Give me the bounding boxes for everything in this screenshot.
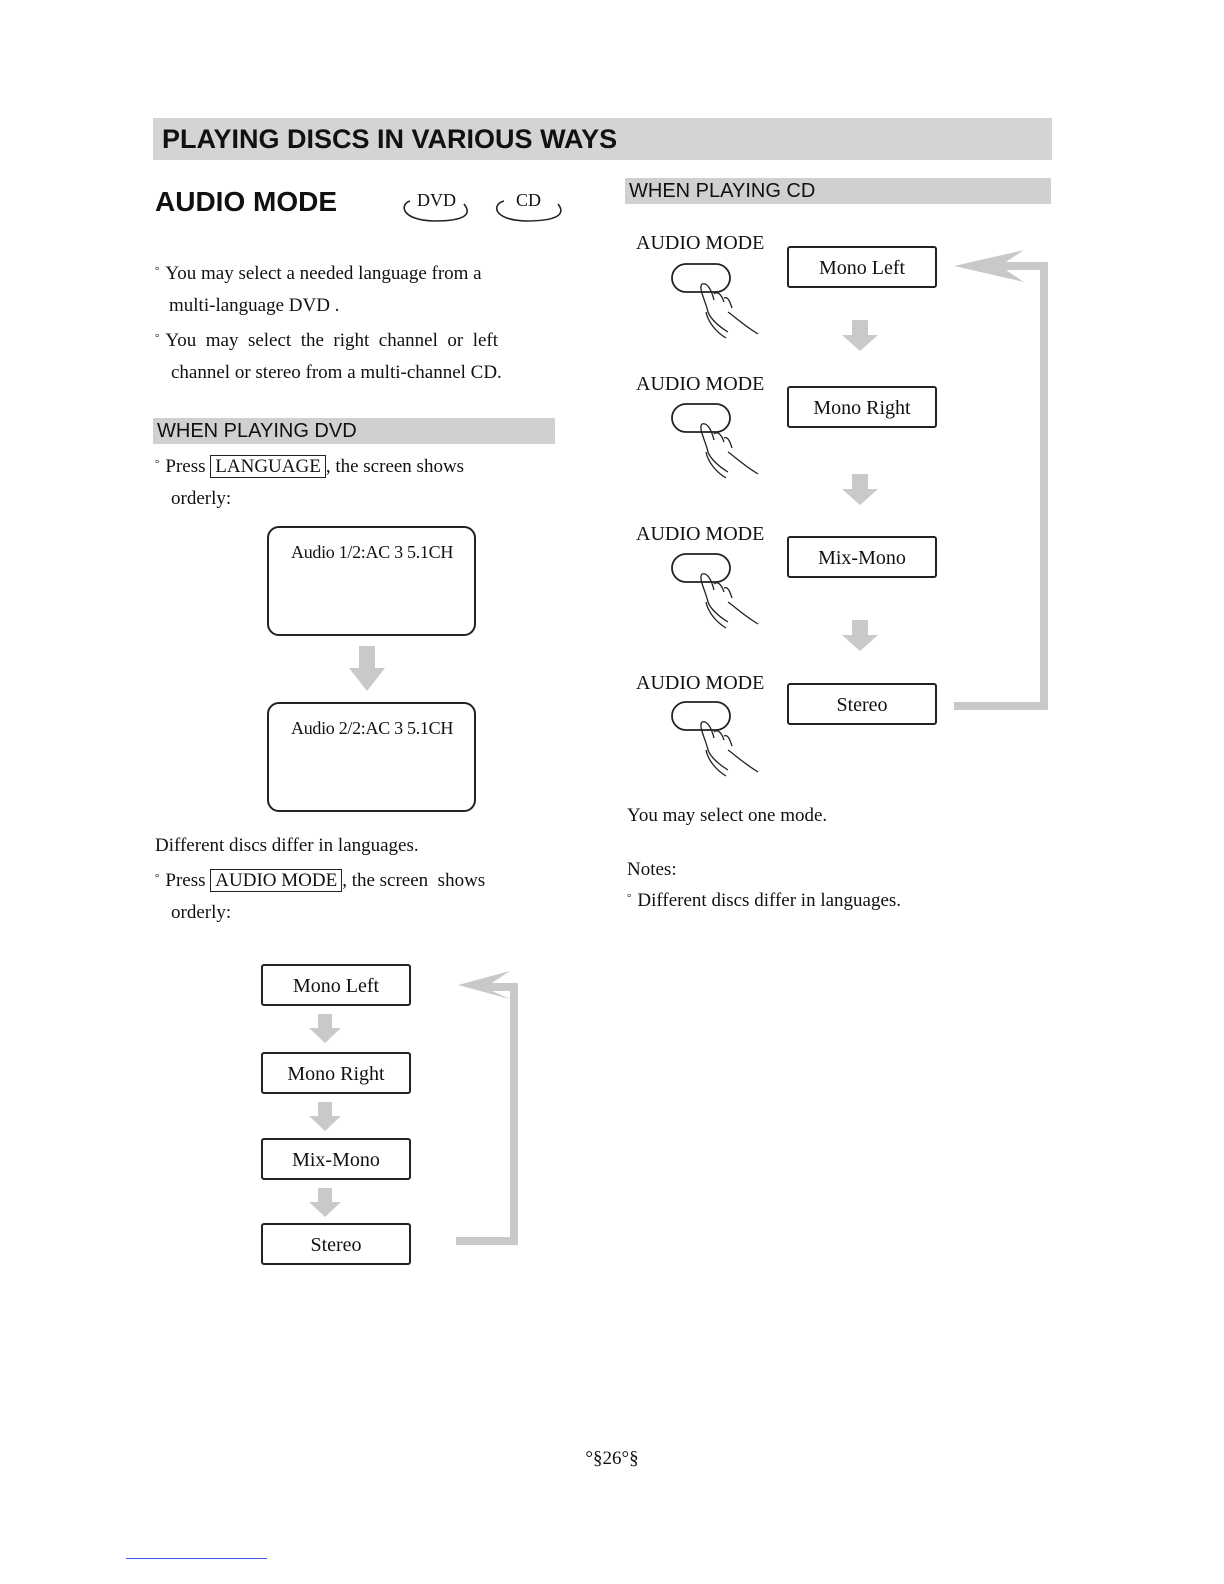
cd-mode-mono-left: Mono Left — [787, 246, 937, 288]
dvd-language-instruction: °Press LANGUAGE, the screen shows orderl… — [155, 455, 465, 509]
intro-line: channel or stereo from a multi-channel C… — [171, 362, 502, 383]
cd-mode-mix-mono: Mix-Mono — [787, 536, 937, 578]
arrow-down-icon — [309, 1188, 341, 1217]
dvd-mode-mono-right: Mono Right — [261, 1052, 411, 1094]
bullet-icon: ° — [155, 458, 160, 470]
finger-press-icon — [671, 403, 759, 479]
bullet-icon: ° — [155, 332, 160, 344]
intro-text: °You may select a needed language from a… — [155, 255, 555, 389]
dvd-logo-text: DVD — [417, 190, 456, 210]
loop-back-arrow-icon — [954, 250, 1048, 710]
arrow-down-icon — [842, 620, 878, 651]
cd-disc-icon — [495, 200, 562, 222]
dvd-note: Different discs differ in languages. — [155, 835, 419, 856]
dvd-logo: DVD — [398, 190, 474, 228]
cd-mode-mono-right: Mono Right — [787, 386, 937, 428]
cd-logo-text: CD — [516, 190, 542, 210]
bullet-icon: ° — [155, 872, 160, 884]
audio-mode-button-label: AUDIO MODE — [636, 523, 765, 545]
arrow-down-icon — [842, 474, 878, 505]
dvd-disc-icon — [403, 200, 468, 222]
audio-mode-key-label: AUDIO MODE — [210, 869, 343, 892]
bullet-icon: ° — [627, 892, 632, 904]
cd-select-text: You may select one mode. — [627, 805, 828, 826]
intro-line: multi-language DVD . — [169, 295, 340, 316]
bullet-icon: ° — [155, 265, 160, 277]
loop-back-arrow-icon — [456, 971, 518, 1245]
footer-rule — [126, 1558, 267, 1559]
dvd-mode-stereo: Stereo — [261, 1223, 411, 1265]
notes-item: °Different discs differ in languages. — [627, 890, 902, 911]
finger-press-icon — [671, 701, 759, 777]
page-number: °§26°§ — [585, 1448, 639, 1469]
finger-press-icon — [671, 553, 759, 629]
osd-screen-text: Audio 2/2:AC 3 5.1CH — [291, 718, 454, 738]
osd-screen-text: Audio 1/2:AC 3 5.1CH — [291, 542, 454, 562]
cd-mode-stereo: Stereo — [787, 683, 937, 725]
osd-screen-2: Audio 2/2:AC 3 5.1CH — [267, 702, 476, 812]
dvd-mode-mono-left: Mono Left — [261, 964, 411, 1006]
arrow-down-icon — [349, 646, 385, 691]
dvd-mode-mix-mono: Mix-Mono — [261, 1138, 411, 1180]
audio-mode-heading: AUDIO MODE — [155, 186, 337, 217]
audio-mode-button-label: AUDIO MODE — [636, 232, 765, 254]
intro-line: °You may select the right channel or lef… — [155, 330, 499, 351]
arrow-down-icon — [309, 1102, 341, 1131]
page-title-banner: PLAYING DISCS IN VARIOUS WAYS — [153, 118, 1052, 160]
finger-press-icon — [671, 263, 759, 339]
audio-mode-button-label: AUDIO MODE — [636, 373, 765, 395]
language-key-label: LANGUAGE — [210, 455, 326, 478]
osd-screen-1: Audio 1/2:AC 3 5.1CH — [267, 526, 476, 636]
intro-line: °You may select a needed language from a — [155, 263, 482, 284]
arrow-down-icon — [842, 320, 878, 351]
page-title: PLAYING DISCS IN VARIOUS WAYS — [162, 124, 618, 154]
dvd-audio-mode-instruction: °Press AUDIO MODE, the screen shows orde… — [155, 869, 486, 923]
cd-logo: CD — [490, 190, 566, 228]
audio-mode-button-label: AUDIO MODE — [636, 672, 765, 694]
dvd-section-title: WHEN PLAYING DVD — [153, 418, 555, 444]
cd-section-title: WHEN PLAYING CD — [625, 178, 1051, 204]
notes-heading: Notes: — [627, 859, 677, 880]
arrow-down-icon — [309, 1014, 341, 1043]
